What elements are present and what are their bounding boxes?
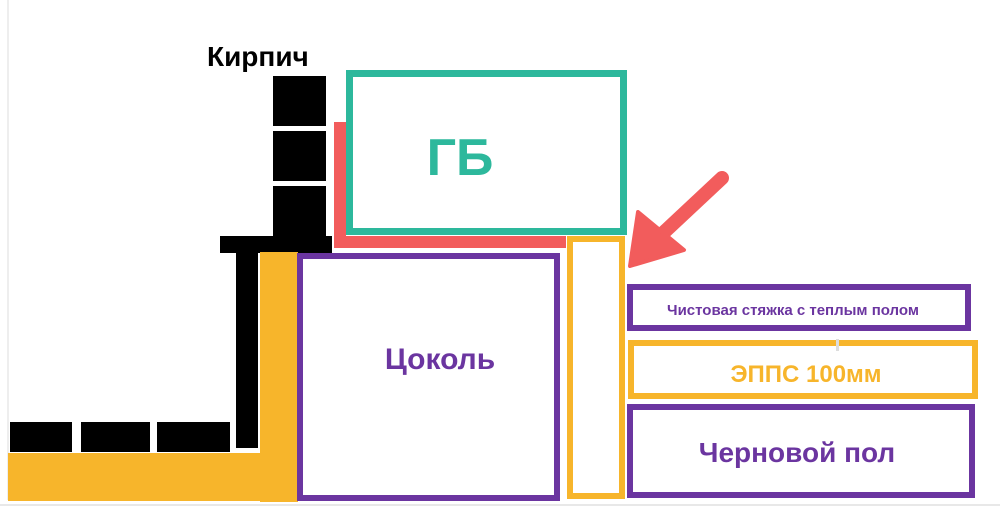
small-mark <box>836 339 839 351</box>
red-strip-vertical <box>334 122 346 248</box>
brick-label: Кирпич <box>207 41 309 72</box>
wall-ledge <box>220 236 332 253</box>
plinth-block <box>297 253 560 501</box>
arrow-icon <box>628 171 729 268</box>
brick-2 <box>273 131 326 181</box>
ground-base <box>8 453 260 501</box>
finish-screed-label: Чистовая стяжка с теплым полом <box>667 302 919 319</box>
ground-brick-3 <box>157 422 230 452</box>
subfloor-block <box>627 404 975 498</box>
insulation-vertical <box>260 252 298 502</box>
gap-strip <box>567 236 625 499</box>
gb-label: ГБ <box>427 129 494 187</box>
ground-brick-1 <box>10 422 72 452</box>
subfloor-label: Черновой пол <box>699 437 895 468</box>
red-strip-horizontal <box>334 236 566 248</box>
gb-block <box>346 70 627 235</box>
plinth-label: Цоколь <box>385 343 495 376</box>
epps-block <box>628 340 978 399</box>
wall-post <box>236 252 258 448</box>
epps-label: ЭППС 100мм <box>730 361 881 388</box>
brick-3 <box>273 186 326 236</box>
finish-screed-block <box>627 284 971 331</box>
ground-brick-2 <box>81 422 150 452</box>
brick-1 <box>273 76 326 126</box>
